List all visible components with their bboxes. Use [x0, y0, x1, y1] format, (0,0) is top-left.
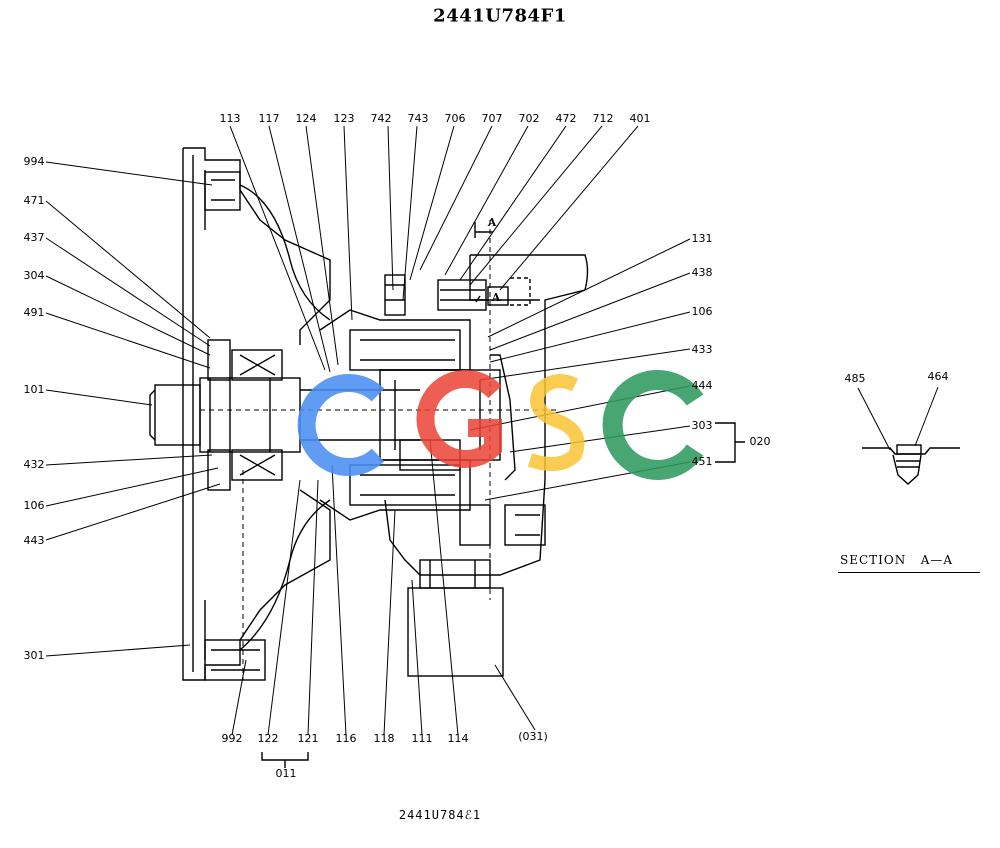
callout-303: 303: [691, 419, 713, 432]
callout-712: 712: [592, 112, 614, 125]
callout-437: 437: [23, 231, 45, 244]
callout-743: 743: [407, 112, 429, 125]
section-marker-top: A: [487, 216, 497, 229]
drawing-title: 2441U784F1: [433, 5, 567, 27]
callout-131: 131: [691, 232, 713, 245]
callout-304: 304: [23, 269, 45, 282]
callout-101: 101: [23, 383, 45, 396]
section-marker-bottom: A: [491, 291, 501, 304]
callout-451: 451: [691, 455, 713, 468]
group-brackets: [261, 422, 745, 768]
callout-706: 706: [444, 112, 466, 125]
callout-122: 122: [257, 732, 279, 745]
callout-117: 117: [258, 112, 280, 125]
callout-742: 742: [370, 112, 392, 125]
leader-lines: [45, 125, 939, 736]
callout-432: 432: [23, 458, 45, 471]
callout-123: 123: [333, 112, 355, 125]
callout-464: 464: [927, 370, 949, 383]
callout-113: 113: [219, 112, 241, 125]
watermark-letter-s: [527, 374, 585, 471]
callout-106-right: 106: [691, 305, 713, 318]
callout-491: 491: [23, 306, 45, 319]
hidden-lines: [200, 220, 560, 680]
callout-301: 301: [23, 649, 45, 662]
callout-438: 438: [691, 266, 713, 279]
watermark-letter-c2: [602, 370, 704, 480]
callout-992: 992: [221, 732, 243, 745]
callout-401: 401: [629, 112, 651, 125]
callout-471: 471: [23, 194, 45, 207]
callout-472: 472: [555, 112, 577, 125]
callout-114: 114: [447, 732, 469, 745]
callout-707: 707: [481, 112, 503, 125]
callout-702: 702: [518, 112, 540, 125]
callout-485: 485: [844, 372, 866, 385]
callout-444: 444: [691, 379, 713, 392]
watermark-letter-g: [416, 370, 502, 468]
callout-106-left: 106: [23, 499, 45, 512]
drawing-code: 2441U784ℰ1: [398, 808, 482, 822]
callout-443: 443: [23, 534, 45, 547]
callout-118: 118: [373, 732, 395, 745]
rear-cover: [384, 254, 589, 576]
callout-124: 124: [295, 112, 317, 125]
section-cut-marker: [474, 222, 493, 303]
section-title: SECTION A—A: [840, 553, 954, 567]
group-011: 011: [275, 767, 297, 780]
watermark-letter-c1: [297, 374, 385, 476]
bearings: [207, 339, 283, 491]
section-aa-detail: [862, 444, 960, 485]
section-title-underline: [838, 572, 980, 573]
callout-111: 111: [411, 732, 433, 745]
callout-121: 121: [297, 732, 319, 745]
callout-433: 433: [691, 343, 713, 356]
callout-031: (031): [518, 730, 548, 743]
group-020: 020: [749, 435, 771, 448]
callout-994: 994: [23, 155, 45, 168]
callout-116: 116: [335, 732, 357, 745]
